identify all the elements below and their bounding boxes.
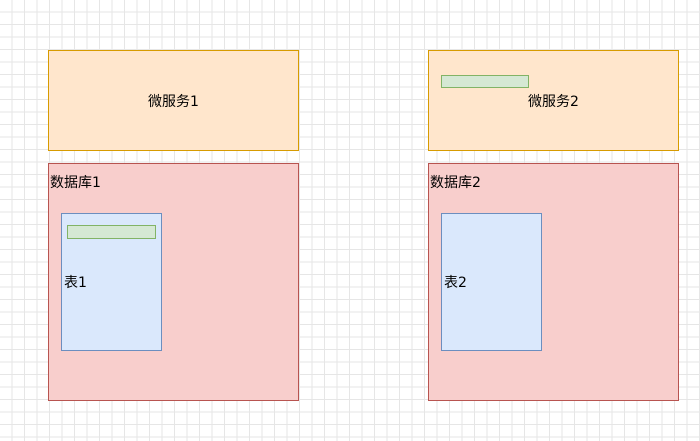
database-1-label: 数据库1 (50, 175, 101, 191)
database-2-label: 数据库2 (430, 175, 481, 191)
microservice-1-label: 微服务1 (148, 93, 199, 110)
table-1-label: 表1 (64, 275, 87, 291)
table-2-box[interactable]: 表2 (441, 213, 542, 351)
microservice-2-green-bar[interactable] (441, 75, 529, 88)
table-1-green-bar[interactable] (67, 225, 156, 239)
microservice-2-label: 微服务2 (528, 93, 579, 110)
table-2-label: 表2 (444, 275, 467, 291)
microservice-1-box[interactable]: 微服务1 (48, 50, 299, 151)
microservice-2-box[interactable]: 微服务2 (428, 50, 679, 151)
